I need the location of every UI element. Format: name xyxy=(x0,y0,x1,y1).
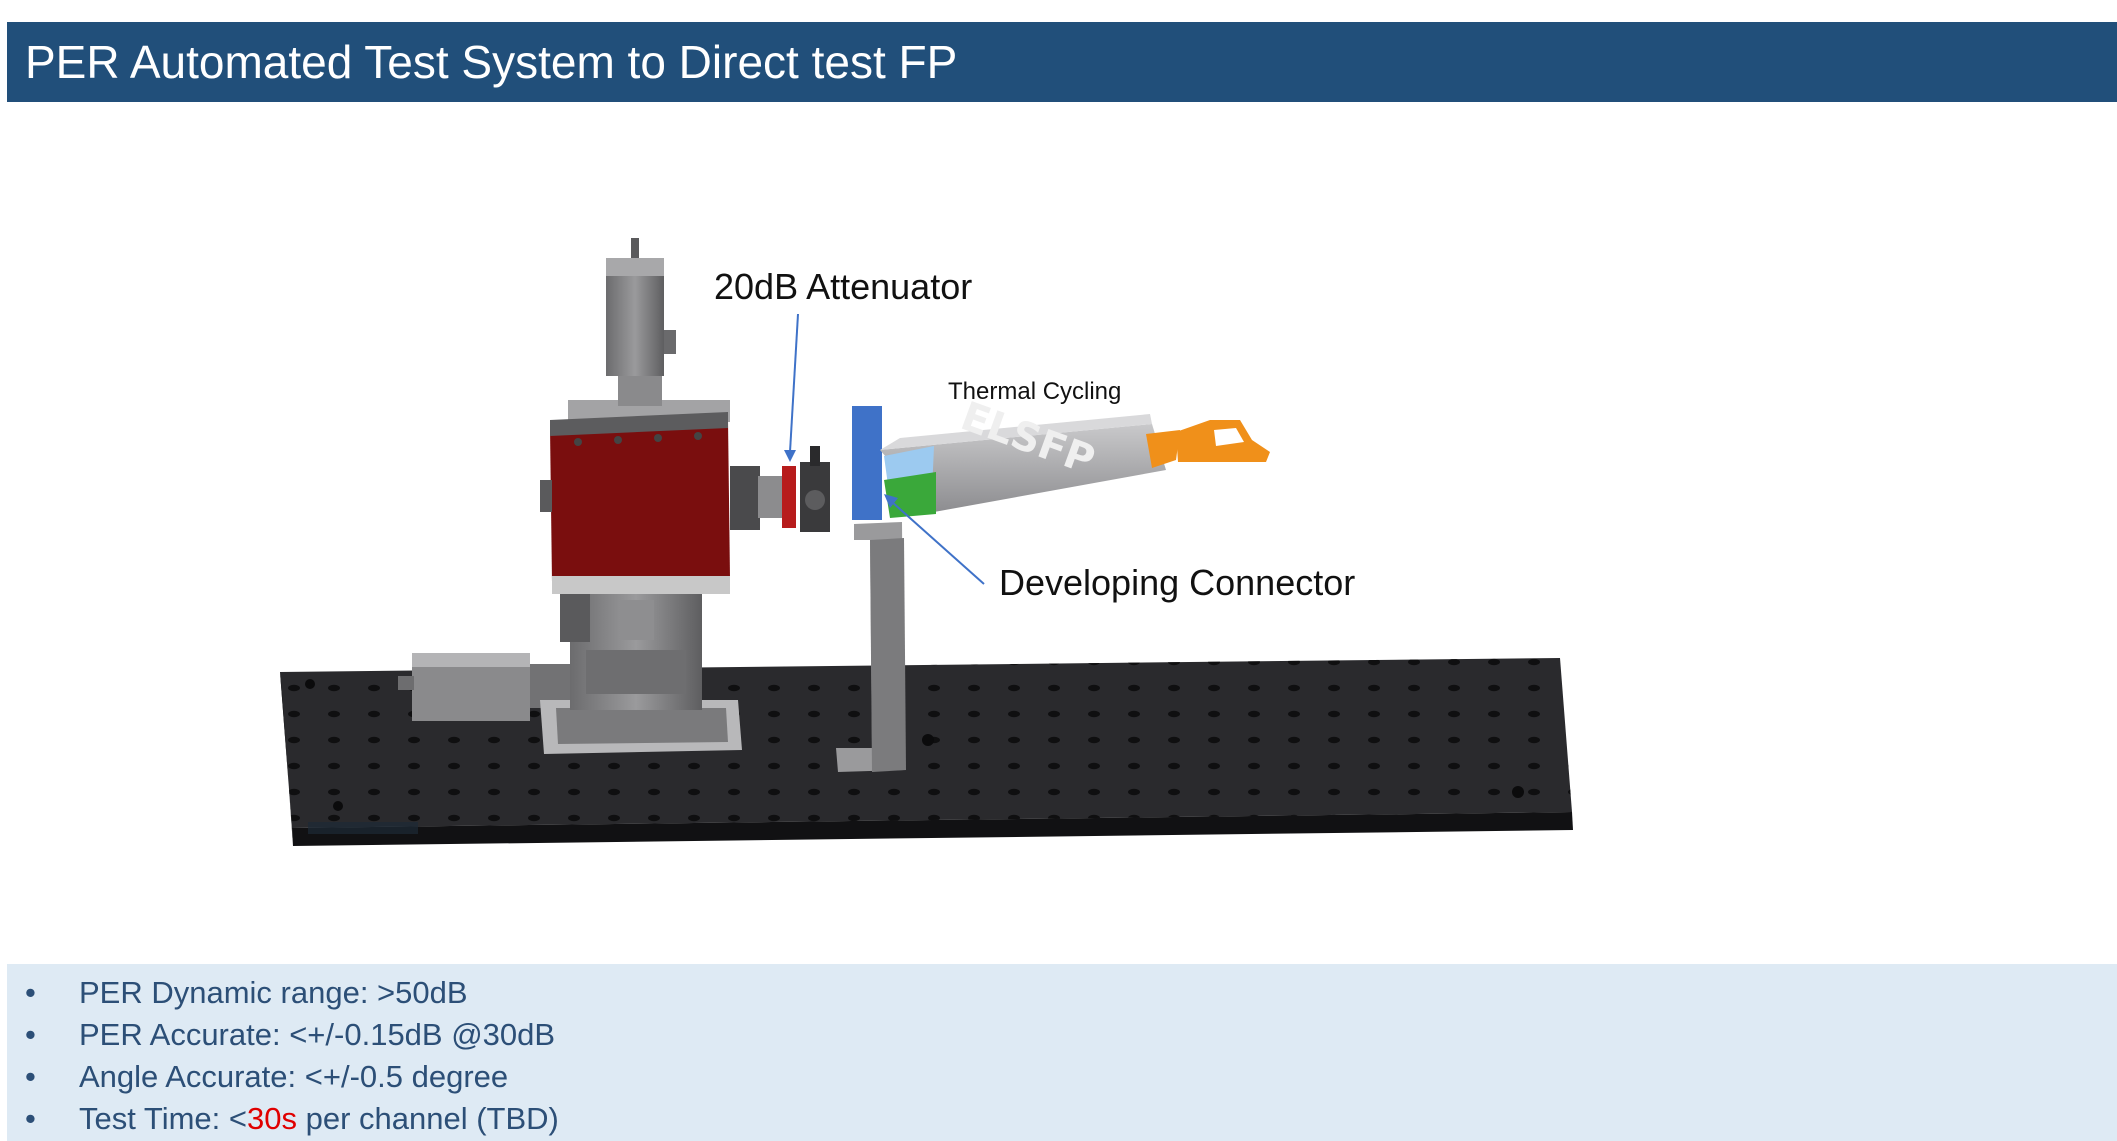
thermal-cycling-label: Thermal Cycling xyxy=(948,378,1122,405)
bullet-icon: • xyxy=(25,1101,36,1136)
spec-text: PER Accurate: <+/-0.15dB @30dB xyxy=(79,1017,556,1052)
bullet-icon: • xyxy=(25,1017,36,1052)
developing-connector-label: Developing Connector xyxy=(999,562,1356,603)
elsfp-module: ELSFP xyxy=(880,393,1270,518)
bullet-icon: • xyxy=(25,1059,36,1094)
vertical-motor xyxy=(606,238,676,406)
spec-text: Test Time: <30s per channel (TBD) xyxy=(79,1098,559,1140)
breadboard-label-plate xyxy=(308,822,418,834)
stage-base xyxy=(540,590,742,754)
title-bar: PER Automated Test System to Direct test… xyxy=(7,22,2117,102)
fiber-holder xyxy=(730,446,830,532)
developing-connector-block xyxy=(852,406,882,520)
slide-title: PER Automated Test System to Direct test… xyxy=(25,36,958,88)
spec-emphasis: 30s xyxy=(246,1101,297,1136)
rotation-stage-housing xyxy=(540,400,730,594)
connector-bracket xyxy=(836,522,906,772)
callout-arrows xyxy=(784,313,985,585)
spec-text: Angle Accurate: <+/-0.5 degree xyxy=(79,1059,509,1094)
spec-text: PER Dynamic range: >50dB xyxy=(79,975,468,1010)
bullet-icon: • xyxy=(25,975,36,1010)
spec-text-prefix: Test Time: < xyxy=(79,1101,247,1136)
spec-text-suffix: per channel (TBD) xyxy=(296,1101,559,1136)
attenuator-label: 20dB Attenuator xyxy=(714,266,973,307)
specs-panel: • PER Dynamic range: >50dB • PER Accurat… xyxy=(7,964,2117,1141)
